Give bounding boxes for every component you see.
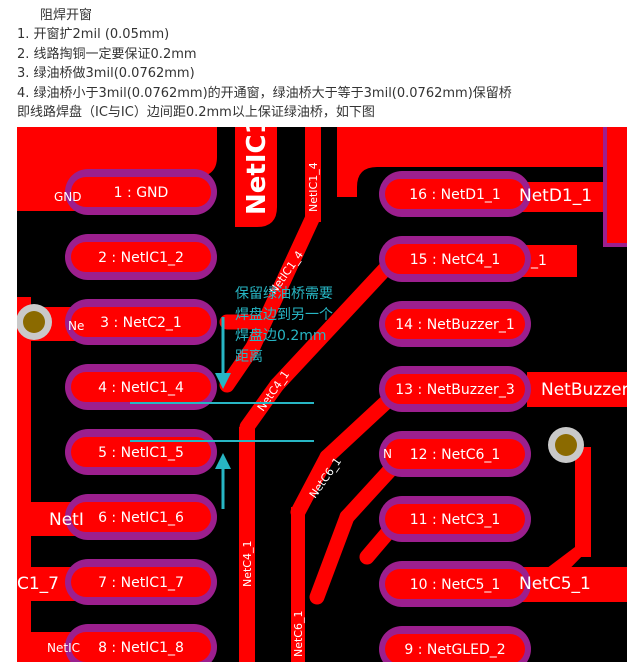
annotation-line-1: 保留绿油桥需要 bbox=[235, 286, 333, 302]
left-pad-column bbox=[65, 169, 217, 662]
instruction-notes: 阻焊开窗 1. 开窗扩2mil (0.05mm) 2. 线路掏铜一定要保证0.2… bbox=[17, 6, 627, 122]
pad-label-1: 1 : GND bbox=[114, 185, 169, 201]
net-label-netbuzzer: NetBuzzer bbox=[541, 380, 627, 400]
net-label-ne-stub: Ne bbox=[68, 319, 84, 333]
notes-line-3: 3. 绿油桥做3mil(0.0762mm) bbox=[17, 66, 195, 82]
net-label-netic: NetIC bbox=[47, 641, 80, 655]
arrow-up-icon bbox=[215, 453, 231, 469]
annotation-line-3: 焊盘边0.2mm bbox=[235, 327, 327, 344]
pcb-layout-view: 1 : GND 2 : NetIC1_2 3 : NetC2_1 4 : Net… bbox=[17, 127, 627, 662]
pad-label-9: 9 : NetGLED_2 bbox=[404, 642, 505, 658]
notes-title: 阻焊开窗 bbox=[40, 8, 93, 23]
notes-line-1: 1. 开窗扩2mil (0.05mm) bbox=[17, 27, 170, 43]
pad-label-13: 13 : NetBuzzer_3 bbox=[395, 382, 514, 398]
pad-label-8: 8 : NetIC1_8 bbox=[98, 640, 184, 656]
pad-label-15: 15 : NetC4_1 bbox=[410, 252, 501, 268]
net-label-n-stub: N bbox=[383, 447, 392, 461]
net-label-c1-7: C1_7 bbox=[17, 574, 59, 594]
annotation-line-4: 距离 bbox=[235, 348, 263, 365]
right-pad-labels: 16 : NetD1_1 15 : NetC4_1 14 : NetBuzzer… bbox=[395, 187, 514, 658]
via-holes bbox=[17, 304, 584, 463]
left-pad-labels: 1 : GND 2 : NetIC1_2 3 : NetC2_1 4 : Net… bbox=[98, 185, 184, 656]
pad-label-3: 3 : NetC2_1 bbox=[100, 315, 182, 331]
net-label-gnd: GND bbox=[54, 190, 82, 204]
pad-label-5: 5 : NetIC1_5 bbox=[98, 445, 184, 461]
net-label-neti: NetI bbox=[49, 510, 84, 530]
notes-line-5: 即线路焊盘（IC与IC）边间距0.2mm以上保证绿油桥，如下图 bbox=[17, 105, 375, 121]
clearance-annotation: 保留绿油桥需要 焊盘边到另一个 焊盘边0.2mm 距离 bbox=[130, 286, 333, 509]
pad-label-14: 14 : NetBuzzer_1 bbox=[395, 317, 514, 333]
pad-label-2: 2 : NetIC1_2 bbox=[98, 250, 184, 266]
pad-label-7: 7 : NetIC1_7 bbox=[98, 575, 184, 591]
arrow-down-icon bbox=[215, 373, 231, 389]
net-label-netd1-1: NetD1_1 bbox=[519, 186, 592, 206]
net-label-netic1-4-vertical: NetIC1_4 bbox=[307, 162, 320, 212]
net-label-netic1: NetIC1 bbox=[242, 127, 272, 215]
notes-line-2: 2. 线路掏铜一定要保证0.2mm bbox=[17, 46, 197, 62]
pad-label-11: 11 : NetC3_1 bbox=[410, 512, 501, 528]
pad-label-6: 6 : NetIC1_6 bbox=[98, 510, 184, 526]
net-label-netc4-1-vertical: NetC4_1 bbox=[241, 541, 254, 588]
pad-label-4: 4 : NetIC1_4 bbox=[98, 380, 184, 396]
net-label-netc6-1-vertical: NetC6_1 bbox=[292, 611, 305, 658]
pad-label-12: 12 : NetC6_1 bbox=[410, 447, 501, 463]
net-label-c4-1-stub: _1 bbox=[530, 253, 547, 269]
pad-label-16: 16 : NetD1_1 bbox=[409, 187, 501, 203]
notes-line-4: 4. 绿油桥小于3mil(0.0762mm)的开通窗，绿油桥大于等于3mil(0… bbox=[17, 85, 512, 101]
net-label-netc5-1: NetC5_1 bbox=[519, 574, 591, 594]
right-pad-column bbox=[379, 171, 531, 662]
annotation-line-2: 焊盘边到另一个 bbox=[235, 306, 333, 323]
pad-label-10: 10 : NetC5_1 bbox=[410, 577, 501, 593]
